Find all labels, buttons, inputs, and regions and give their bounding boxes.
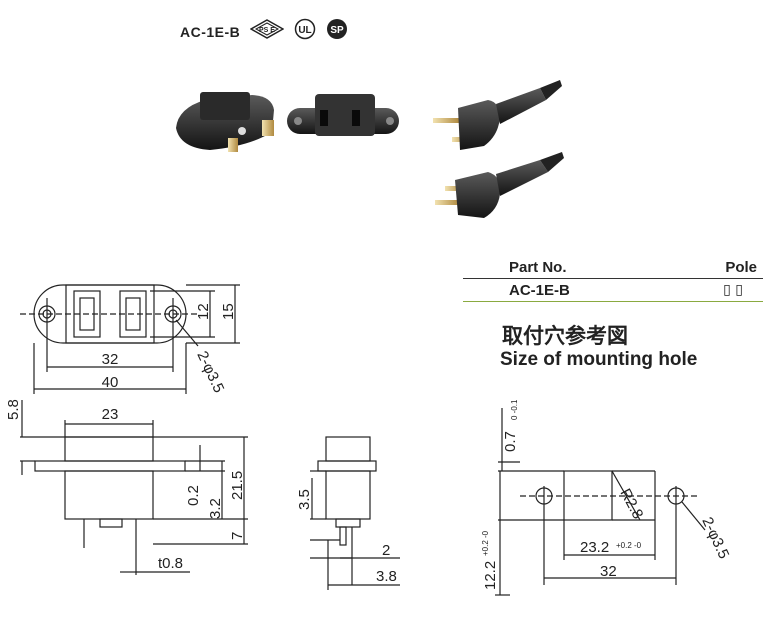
dim-side-3-5: 3.5 bbox=[296, 489, 313, 510]
dim-hole-23-2: 23.2 bbox=[580, 539, 609, 556]
pole-value: ▯ ▯ bbox=[723, 282, 743, 298]
dim-hole-0-7: 0.7 bbox=[502, 431, 519, 452]
dim-front-21-5: 21.5 bbox=[229, 471, 246, 500]
dim-side-2: 2 bbox=[382, 542, 390, 559]
dim-front-5-8: 5.8 bbox=[5, 399, 22, 420]
header-model: AC-1E-B bbox=[180, 23, 241, 40]
dim-hole-dia: 2-φ3.5 bbox=[698, 515, 732, 562]
dim-hole-12-2-tol: +0.2 -0 bbox=[481, 530, 490, 556]
dim-top-hole: 2-φ3.5 bbox=[193, 349, 227, 396]
dim-front-7: 7 bbox=[229, 532, 246, 540]
part-no-value: AC-1E-B bbox=[509, 281, 570, 299]
dim-top-40: 40 bbox=[102, 374, 119, 391]
socket-photo-front bbox=[287, 94, 399, 136]
mounting-title-en: Size of mounting hole bbox=[500, 349, 698, 370]
part-table-header: Part No. Pole bbox=[463, 256, 763, 278]
dim-hole-12-2: 12.2 bbox=[482, 561, 499, 590]
dim-hole-0-7-tol: 0 -0.1 bbox=[510, 399, 519, 420]
plug-photo-top bbox=[433, 80, 562, 150]
svg-text:PS E: PS E bbox=[259, 27, 275, 34]
pse-cert-icon: PS E bbox=[249, 19, 285, 44]
dim-hole-23-2-tol: +0.2 -0 bbox=[616, 541, 642, 550]
ul-cert-icon: UL bbox=[294, 18, 316, 45]
part-table-row: AC-1E-B ▯ ▯ bbox=[463, 279, 763, 301]
dim-front-0-2: 0.2 bbox=[185, 485, 202, 506]
dim-top-15: 15 bbox=[220, 303, 237, 320]
mounting-hole-drawing bbox=[495, 408, 706, 596]
dim-front-23: 23 bbox=[102, 406, 119, 423]
col-pole: Pole bbox=[725, 258, 757, 276]
col-part-no: Part No. bbox=[509, 258, 567, 276]
top-view-drawing bbox=[20, 284, 240, 394]
plug-photo-bottom bbox=[435, 152, 564, 218]
part-table: Part No. Pole AC-1E-B ▯ ▯ bbox=[463, 256, 763, 302]
side-view-drawing bbox=[310, 436, 400, 590]
mounting-title-jp: 取付穴参考図 bbox=[502, 324, 628, 348]
dim-front-3-2: 3.2 bbox=[207, 498, 224, 519]
table-divider bbox=[463, 278, 763, 279]
front-view-drawing bbox=[20, 400, 248, 575]
dim-top-12: 12 bbox=[195, 303, 212, 320]
dim-top-32: 32 bbox=[102, 351, 119, 368]
dim-front-t0-8: t0.8 bbox=[158, 555, 183, 572]
svg-text:SP: SP bbox=[331, 25, 345, 36]
dim-hole-r2-8: R2.8 bbox=[616, 486, 646, 522]
socket-photo-rear bbox=[176, 92, 274, 152]
table-bottom-divider bbox=[463, 301, 763, 302]
dim-hole-32: 32 bbox=[600, 563, 617, 580]
header: AC-1E-B PS E UL SP bbox=[180, 18, 348, 45]
svg-text:UL: UL bbox=[299, 25, 312, 36]
dim-side-3-8: 3.8 bbox=[376, 568, 397, 585]
csa-cert-icon: SP bbox=[326, 18, 348, 45]
